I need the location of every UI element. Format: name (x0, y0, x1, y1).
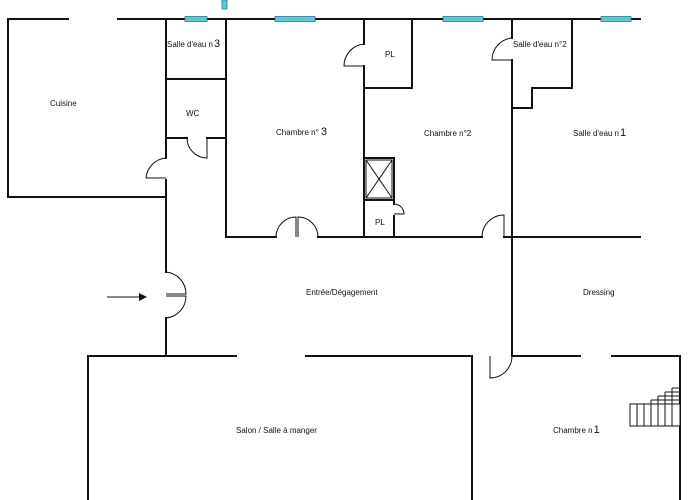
room-label-salon: Salon / Salle à manger (236, 426, 317, 435)
door (145, 157, 167, 179)
window (274, 16, 316, 22)
room-label-chambre-3: Chambre n° 3 (276, 126, 327, 138)
doors (145, 37, 513, 379)
window (221, 0, 228, 10)
door (343, 43, 365, 67)
entrance-arrow-icon (107, 293, 147, 301)
window (184, 16, 208, 22)
room-label-salle-eau-1: Salle d'eau n1 (573, 127, 626, 139)
window (600, 16, 632, 22)
door (489, 355, 513, 379)
room-label-cuisine: Cuisine (50, 99, 77, 108)
windows (184, 0, 632, 22)
room-label-wc: WC (186, 109, 200, 118)
room-label-chambre-2: Chambre n°2 (424, 129, 472, 138)
room-label-entree: Entrée/Dégagement (306, 288, 378, 297)
room-label-salle-eau-3: Salle d'eau n3 (167, 38, 220, 50)
door (393, 203, 405, 215)
window (442, 16, 484, 22)
room-label-pl-top: PL (385, 50, 395, 59)
door (491, 37, 513, 61)
shaft-cross-icon (365, 159, 393, 199)
room-label-chambre-1: Chambre n1 (553, 424, 600, 436)
door (481, 214, 505, 238)
door (186, 137, 208, 159)
door (165, 295, 187, 319)
stairs-icon (629, 387, 681, 427)
room-label-pl-bottom: PL (375, 218, 385, 227)
door (297, 216, 319, 238)
door (165, 271, 187, 295)
room-label-salle-eau-2: Salle d'eau n°2 (513, 40, 567, 49)
room-label-dressing: Dressing (583, 288, 615, 297)
door (275, 216, 297, 238)
